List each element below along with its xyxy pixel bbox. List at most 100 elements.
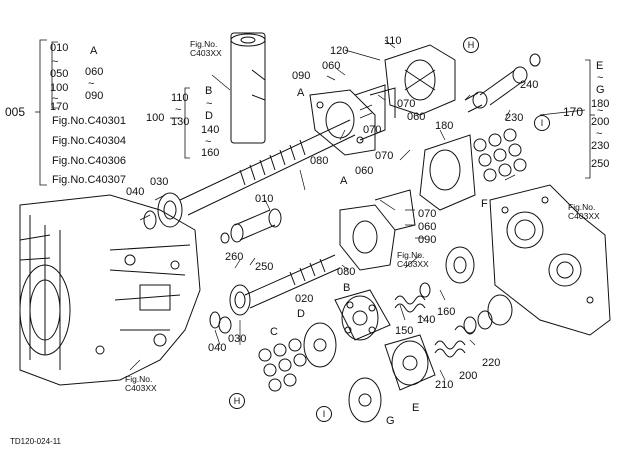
- label-tilde-8: ~: [596, 128, 603, 140]
- swash-plate-upper: [309, 89, 376, 156]
- letter-b: B: [343, 282, 351, 294]
- label-letter-e-right: E: [596, 60, 604, 72]
- part-label-210: 210: [435, 379, 454, 391]
- valve-plate-right: [489, 184, 611, 336]
- label-tilde-1: ~: [52, 56, 59, 68]
- part-label-090-a: 090: [292, 70, 311, 82]
- fig-ref-bottom: Fig.No.C403XX: [125, 374, 157, 393]
- label-fig-c40301: Fig.No.C40301: [52, 115, 126, 127]
- letter-d: D: [297, 308, 305, 320]
- reference-code: TD120-024-11: [10, 437, 61, 446]
- circle-h-top: H: [463, 37, 479, 53]
- letter-f: F: [481, 198, 488, 210]
- part-label-140: 140: [417, 314, 436, 326]
- cylinder-e: [384, 334, 436, 391]
- part-label-060-d: 060: [418, 221, 437, 233]
- label-tilde-9: ~: [597, 105, 604, 117]
- letter-a-lower: A: [340, 175, 348, 187]
- part-label-030-b: 030: [228, 333, 247, 345]
- part-label-070-d: 070: [418, 208, 437, 220]
- cover-110: [384, 44, 456, 116]
- label-tilde-7: ~: [597, 72, 604, 84]
- part-label-110: 110: [384, 35, 402, 47]
- label-100-b: 100: [146, 112, 165, 124]
- fig-ref-right: Fig.No.C403XX: [568, 202, 600, 221]
- label-110-range: 110: [171, 92, 189, 104]
- label-fig-c40304: Fig.No.C40304: [52, 135, 126, 147]
- lower-shaft: [209, 254, 341, 329]
- fig-ref-top: Fig.No.C403XX: [190, 39, 222, 58]
- transmission-housing: [19, 194, 201, 386]
- coupling-250: [220, 208, 282, 244]
- pistons-c: [258, 338, 307, 392]
- part-label-010: 010: [255, 193, 274, 205]
- label-180-range: 180: [591, 98, 610, 110]
- label-letter-a-left: A: [90, 45, 98, 57]
- part-label-020: 020: [295, 293, 314, 305]
- part-label-160: 160: [437, 306, 456, 318]
- label-100: 100: [50, 82, 69, 94]
- label-letter-d-left: D: [205, 110, 213, 122]
- part-label-040-b: 040: [208, 342, 227, 354]
- part-label-080-b: 080: [337, 266, 356, 278]
- cluster-f: [473, 128, 527, 182]
- motor-body: [230, 32, 266, 144]
- letter-g: G: [386, 415, 395, 427]
- label-fig-c40306: Fig.No.C40306: [52, 155, 126, 167]
- letter-c: C: [270, 326, 278, 338]
- label-060: 060: [85, 66, 104, 78]
- label-letter-g-right: G: [596, 84, 605, 96]
- label-tilde-6: ~: [205, 136, 212, 148]
- label-tilde-3: ~: [88, 78, 95, 90]
- label-tilde-4: ~: [175, 104, 182, 116]
- circle-h-bottom: H: [229, 393, 245, 409]
- label-fig-c40307: Fig.No.C40307: [52, 174, 126, 186]
- part-label-060-b: 060: [407, 111, 426, 123]
- label-010: 010: [50, 42, 69, 54]
- label-170: 170: [50, 101, 69, 113]
- swash-plate-lower: [339, 204, 396, 271]
- label-090: 090: [85, 90, 104, 102]
- servo-180: [419, 134, 476, 211]
- label-170-right: 170: [563, 105, 584, 119]
- part-label-180: 180: [435, 120, 454, 132]
- label-250-range: 250: [591, 158, 610, 170]
- label-050: 050: [50, 68, 69, 80]
- label-tilde-2: ~: [52, 93, 59, 105]
- label-tilde-5: ~: [206, 98, 213, 110]
- part-label-150: 150: [395, 325, 414, 337]
- fig-ref-middle: Fig.No.C403XX: [397, 250, 429, 269]
- rods: [464, 53, 541, 113]
- part-label-240: 240: [520, 79, 539, 91]
- part-label-220: 220: [482, 357, 501, 369]
- label-130: 130: [171, 116, 190, 128]
- part-label-080-a: 080: [310, 155, 329, 167]
- part-label-070-b: 070: [363, 124, 382, 136]
- part-label-060-c: 060: [355, 165, 374, 177]
- plate-g: [348, 377, 382, 423]
- label-230-range: 230: [591, 140, 610, 152]
- letter-e: E: [412, 402, 420, 414]
- part-label-250: 250: [255, 261, 274, 273]
- part-label-230: 230: [505, 112, 524, 124]
- cylinder-b: [334, 289, 391, 341]
- label-160-range: 160: [201, 147, 220, 159]
- part-label-060-a: 060: [322, 60, 341, 72]
- part-label-260: 260: [225, 251, 244, 263]
- leader-lines: [129, 39, 586, 381]
- upper-shaft: [143, 119, 356, 230]
- part-label-120: 120: [330, 45, 349, 57]
- circle-i-bottom: I: [316, 406, 332, 422]
- circle-i-right: I: [534, 115, 550, 131]
- label-200-range: 200: [591, 116, 610, 128]
- part-label-030-a: 030: [150, 176, 169, 188]
- part-label-040-a: 040: [126, 186, 145, 198]
- part-label-070-c: 070: [375, 150, 394, 162]
- label-140: 140: [201, 124, 220, 136]
- plate-220: [487, 294, 513, 326]
- label-005: 005: [5, 105, 26, 119]
- bracket-lines: [35, 39, 595, 186]
- part-label-070-a: 070: [397, 98, 416, 110]
